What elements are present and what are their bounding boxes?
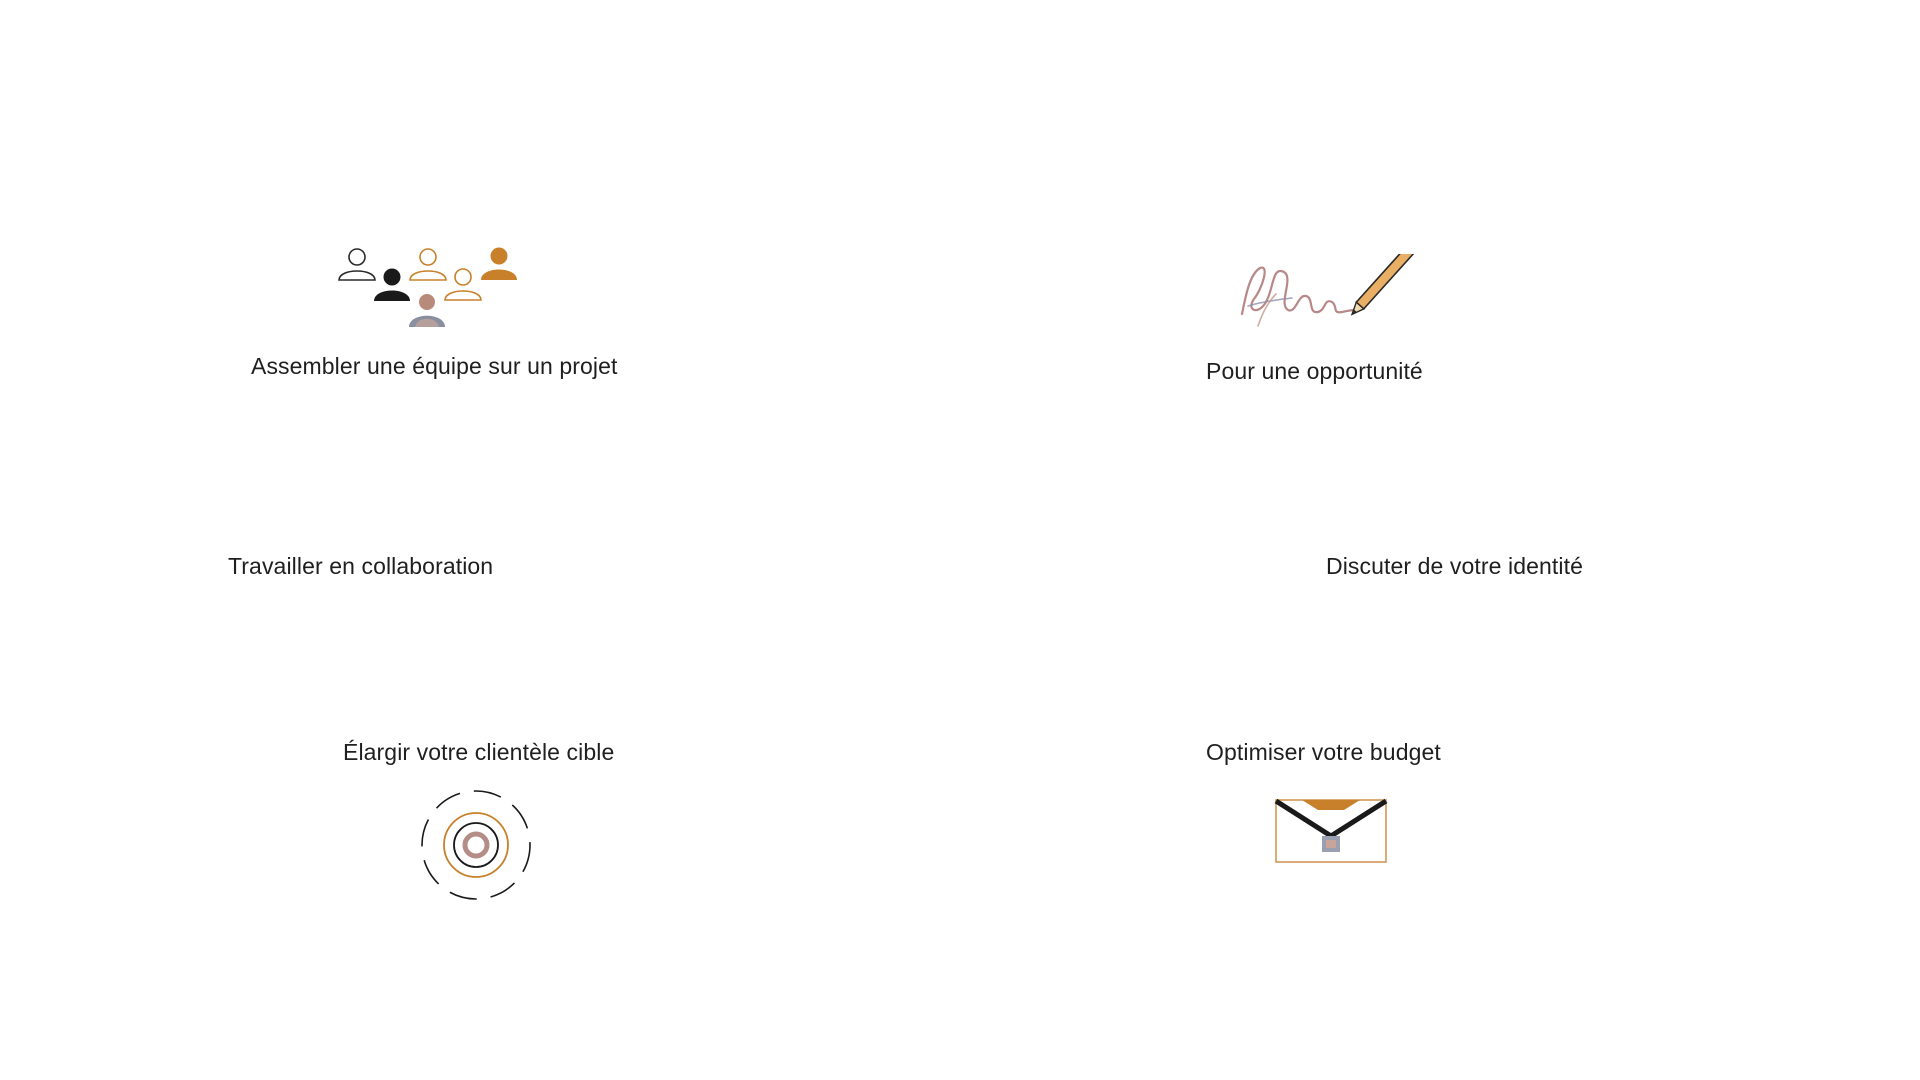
item-label-collaboration[interactable]: Travailler en collaboration [228, 553, 494, 579]
item-label-team[interactable]: Assembler une équipe sur un projet [251, 353, 618, 379]
item-label-identity[interactable]: Discuter de votre identité [1326, 553, 1584, 579]
team-people-icon [338, 247, 517, 327]
item-label-opportunity[interactable]: Pour une opportunité [1206, 358, 1423, 384]
item-label-target-clients[interactable]: Élargir votre clientèle cible [343, 739, 615, 765]
target-circles-icon [421, 790, 531, 900]
item-label-budget[interactable]: Optimiser votre budget [1206, 739, 1441, 765]
signature-pencil-icon [1240, 254, 1418, 327]
envelope-icon [1274, 798, 1388, 863]
